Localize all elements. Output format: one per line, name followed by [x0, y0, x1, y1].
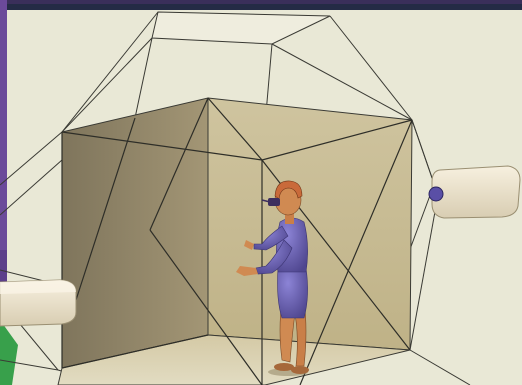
right-speaker-box: [429, 166, 520, 218]
left-speaker-box: [0, 280, 76, 326]
room-back-wall: [208, 98, 412, 350]
right-speaker-knob: [429, 187, 443, 201]
room-left-wall: [62, 98, 208, 368]
